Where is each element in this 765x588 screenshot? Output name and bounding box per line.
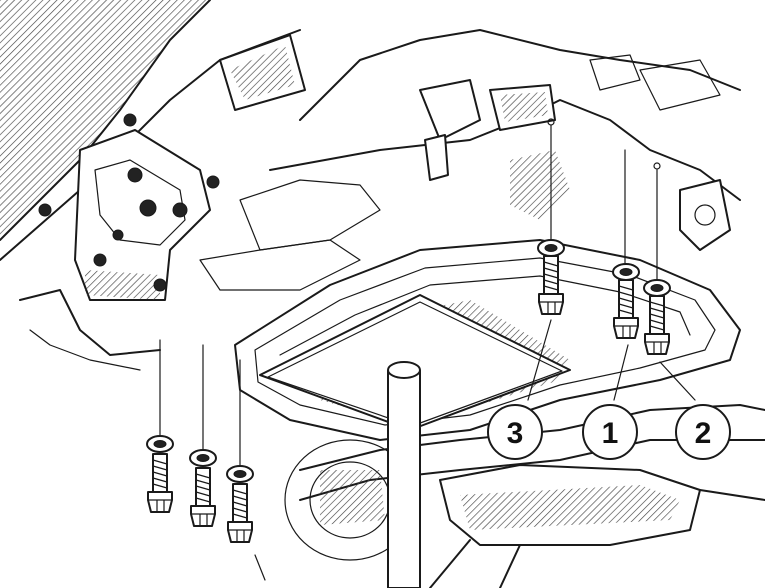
bolt-left-b <box>189 449 217 527</box>
callout-1: 1 <box>582 404 638 460</box>
bolt-left-c <box>226 465 254 543</box>
callout-leaders <box>527 319 696 401</box>
oil-pan <box>234 239 741 441</box>
callout-1-label: 1 <box>602 417 619 450</box>
callout-3: 3 <box>487 404 543 460</box>
callout-2-label: 2 <box>695 417 712 450</box>
left-body-panel <box>0 0 306 261</box>
engine-mount-bracket <box>19 113 220 371</box>
callout-3-label: 3 <box>507 417 524 450</box>
lower-crossmember <box>284 404 765 588</box>
bolt-guide-lines-left <box>159 339 241 466</box>
bolt-left-a <box>146 435 174 513</box>
engine-upper-structure <box>199 29 741 291</box>
bolt-guide-lines-right <box>547 118 661 283</box>
support-pipe <box>387 361 421 588</box>
callout-2: 2 <box>675 404 731 460</box>
